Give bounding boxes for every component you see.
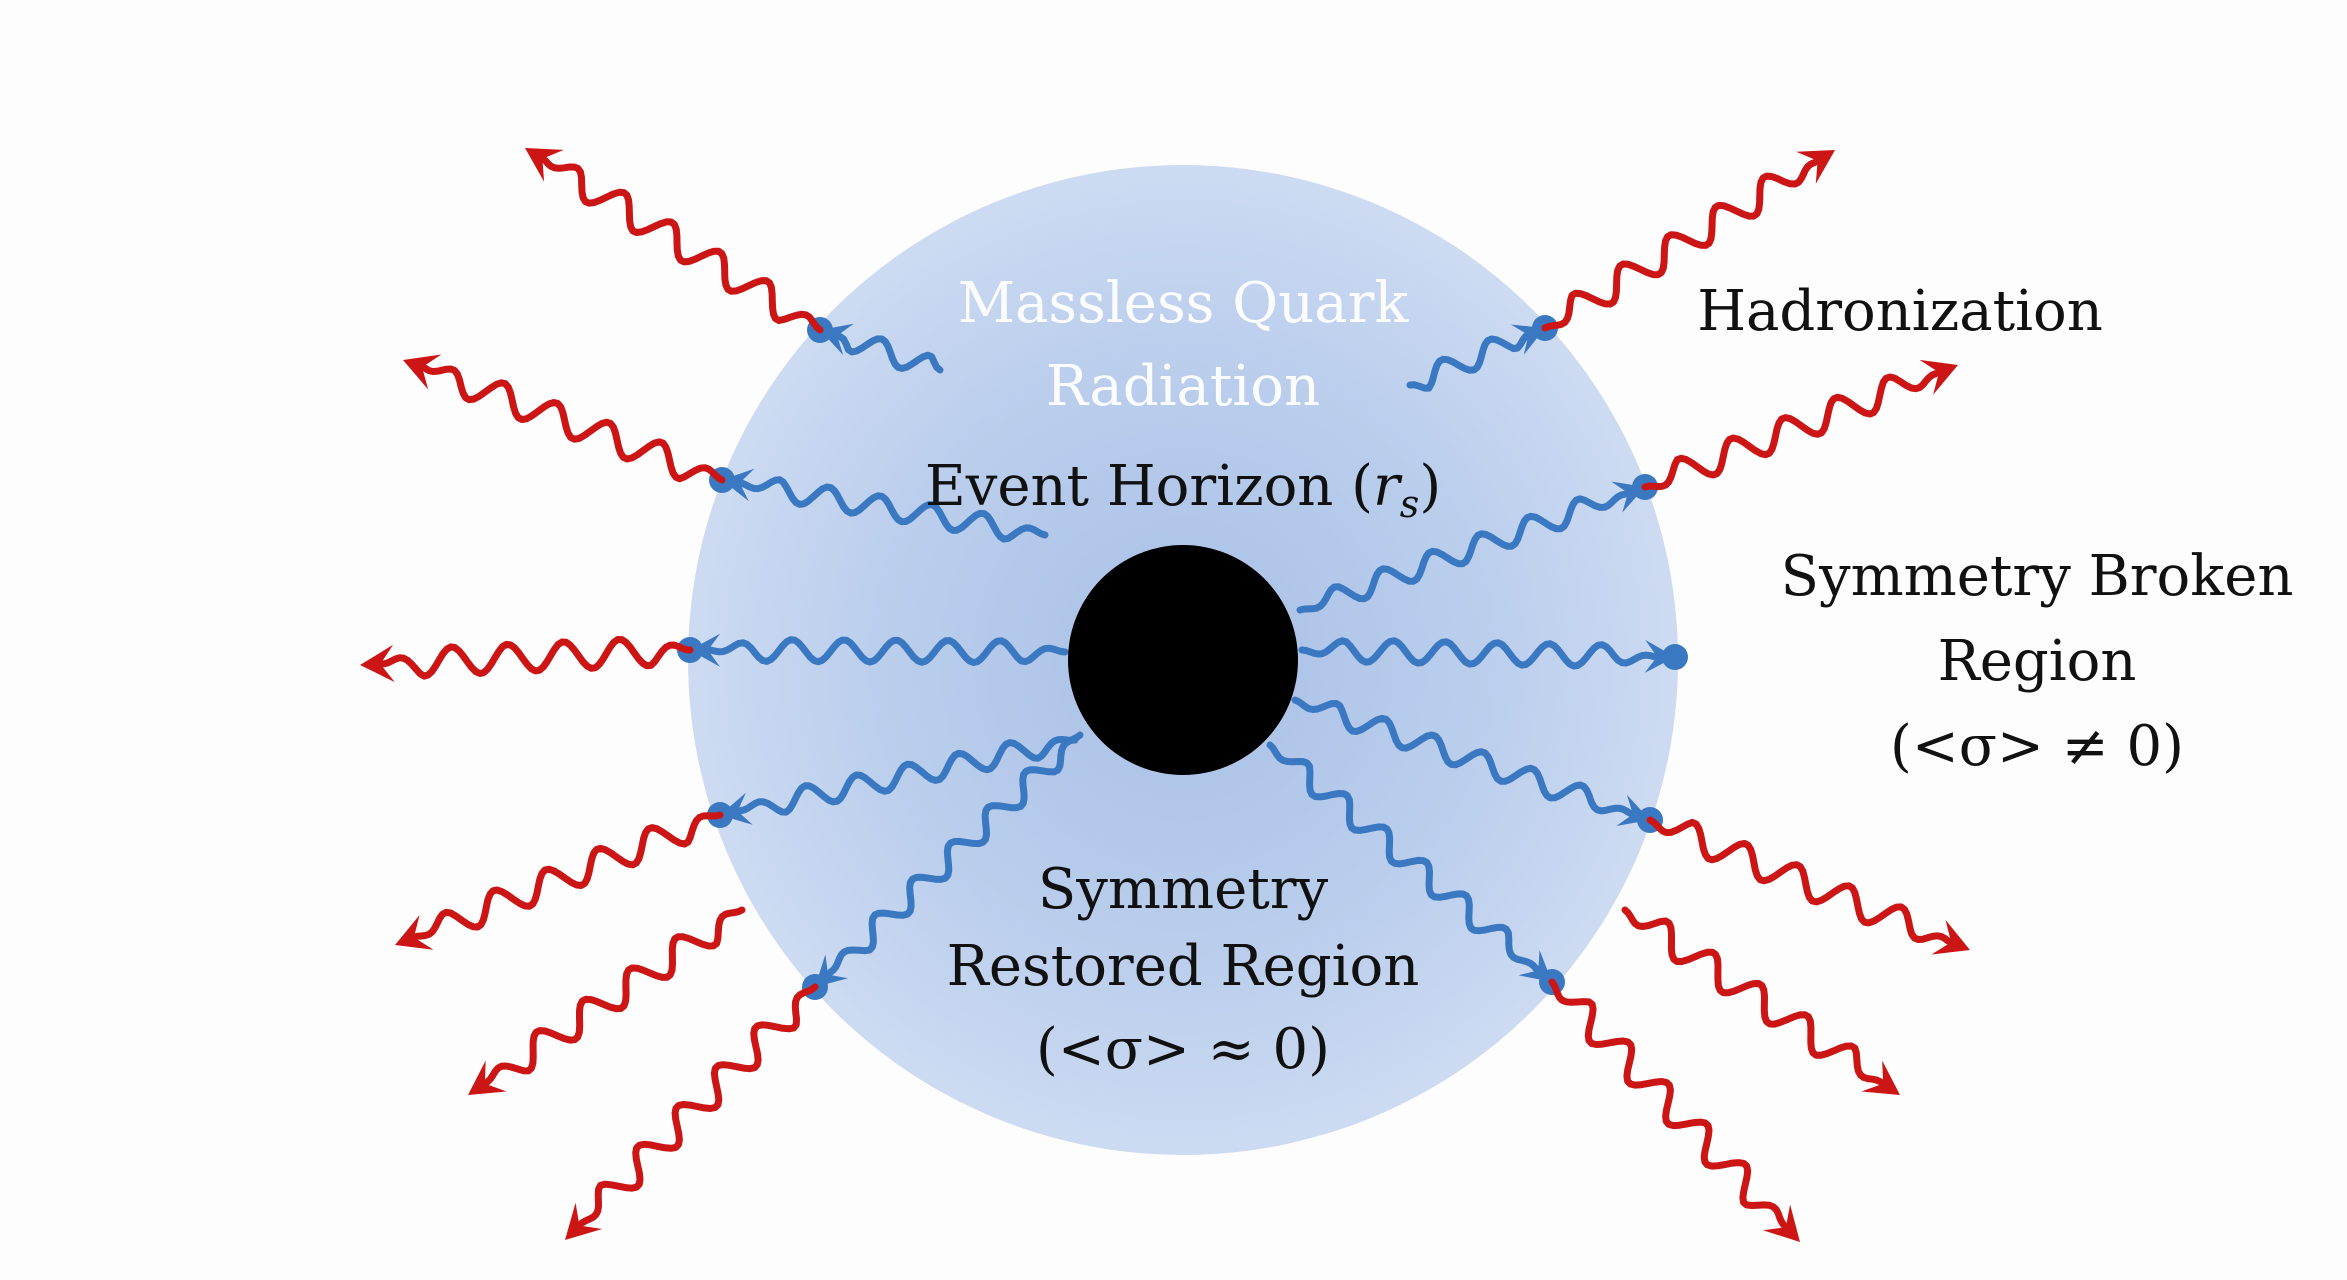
quark-ray-6-wave <box>1406 332 1530 392</box>
quark-ray-5-wave <box>826 731 1084 976</box>
quark-ray-2-wave <box>739 476 1049 543</box>
symmetry-restored-label-line1: Symmetry <box>1038 857 1329 922</box>
hadron-ray-2-arrowhead <box>403 354 442 390</box>
hadron-ray-9-wave <box>1646 816 1952 945</box>
event-horizon-label: Event Horizon (rs) <box>925 454 1441 526</box>
hadronization-label: Hadronization <box>1697 279 2103 344</box>
quark-ray-8-wave <box>1298 637 1658 670</box>
quark-ray-7-wave <box>1296 490 1629 614</box>
event-horizon-subscript: s <box>1400 482 1420 526</box>
symmetry-broken-label-line1: Symmetry Broken <box>1781 544 2294 609</box>
hadron-ray-extra-2-wave <box>1621 906 1884 1086</box>
symmetry-broken-label-line2: Region <box>1938 629 2137 694</box>
symmetry-restored-label-line3: (<σ> ≈ 0) <box>1036 1017 1330 1082</box>
hadron-ray-7-arrowhead <box>1919 359 1958 395</box>
quark-ray-4-wave <box>737 736 1079 816</box>
hadron-ray-4-arrowhead <box>395 915 434 950</box>
hadron-ray-extra-1-wave <box>484 906 746 1086</box>
quark-ray-3-arrowhead <box>690 633 721 667</box>
symmetry-broken-label-line3: (<σ> ≠ 0) <box>1890 714 2184 779</box>
hadron-ray-1-arrowhead <box>525 148 564 182</box>
hadron-ray-3-wave <box>380 636 694 680</box>
quark-ray-8-arrowhead <box>1644 639 1675 673</box>
hadron-ray-4-wave <box>413 811 724 940</box>
hadron-ray-6-wave <box>1541 159 1819 332</box>
massless-quark-label-line1: Massless Quark <box>958 271 1410 336</box>
quark-ray-9-wave <box>1291 696 1634 817</box>
emission-vertex-8 <box>1662 644 1688 670</box>
hadron-ray-6-arrowhead <box>1796 150 1835 184</box>
hadron-ray-5-arrowhead <box>565 1202 603 1240</box>
hadron-ray-extra-1-arrowhead <box>468 1060 507 1095</box>
quark-ray-3-wave <box>707 636 1069 666</box>
quark-ray-10-wave <box>1266 741 1540 972</box>
quark-ray-1-wave <box>836 333 944 374</box>
hadron-ray-1-wave <box>541 157 824 334</box>
event-horizon-close: ) <box>1419 454 1441 519</box>
event-horizon-r: r <box>1373 454 1403 519</box>
hadron-ray-7-wave <box>1641 370 1940 491</box>
massless-quark-label-line2: Radiation <box>1046 354 1320 419</box>
hadron-ray-5-wave <box>578 983 819 1227</box>
hadron-ray-extra-2-arrowhead <box>1861 1060 1900 1095</box>
black-hole <box>1068 545 1298 775</box>
hadron-ray-9-arrowhead <box>1931 919 1970 955</box>
hadron-ray-3-arrowhead <box>360 644 395 683</box>
event-horizon-text: Event Horizon ( <box>925 454 1373 519</box>
hadron-ray-10-arrowhead <box>1763 1204 1800 1242</box>
hadron-ray-10-wave <box>1548 978 1788 1229</box>
symmetry-restored-label-line2: Restored Region <box>947 934 1420 999</box>
radiation-waves <box>360 148 1970 1242</box>
quark-ray-2-arrowhead <box>722 468 755 502</box>
hadron-ray-2-wave <box>421 364 726 484</box>
